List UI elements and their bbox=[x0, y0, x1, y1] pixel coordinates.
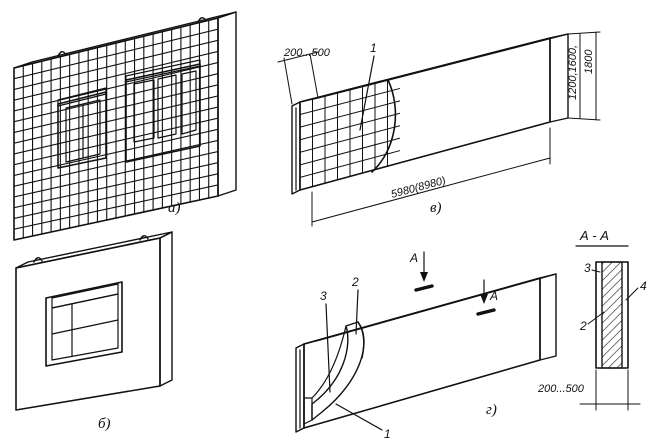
svg-text:1800: 1800 bbox=[583, 49, 595, 74]
svg-text:5980(8980): 5980(8980) bbox=[390, 175, 448, 201]
svg-text:200...500: 200...500 bbox=[283, 47, 331, 59]
callout-g-2: 2 bbox=[351, 275, 359, 289]
svg-text:А: А bbox=[489, 289, 498, 303]
window-a-1 bbox=[57, 87, 107, 169]
panel-g: 3 2 1 А А г) bbox=[295, 251, 557, 441]
callout-sec-4: 4 bbox=[640, 279, 647, 293]
svg-text:А: А bbox=[409, 251, 418, 265]
tile-grid-a bbox=[14, 20, 218, 238]
section-a-a: А - А 3 4 2 200...500 bbox=[537, 228, 647, 411]
callout-sec-3: 3 bbox=[584, 261, 591, 275]
panel-v: 1 200...500 5980(8980) 1200,1600, 1800 в… bbox=[277, 31, 601, 227]
section-marker-side: А bbox=[476, 279, 498, 316]
callout-v-1: 1 bbox=[370, 41, 377, 55]
section-title: А - А bbox=[579, 228, 609, 243]
tile-grid-v bbox=[300, 79, 401, 187]
section-marker-top: А bbox=[409, 251, 434, 292]
panel-a-label: а) bbox=[168, 200, 181, 216]
dim-v-thickness: 200...500 bbox=[277, 47, 331, 105]
svg-text:1200,1600,: 1200,1600, bbox=[567, 45, 579, 100]
dim-v-height: 1200,1600, 1800 bbox=[567, 31, 601, 121]
panel-g-label: г) bbox=[486, 402, 497, 418]
panel-v-label: в) bbox=[430, 200, 442, 216]
callout-g-1: 1 bbox=[384, 427, 391, 441]
callout-sec-2: 2 bbox=[579, 319, 587, 333]
window-a-2 bbox=[125, 59, 201, 163]
window-b bbox=[45, 281, 123, 367]
dim-g-thickness: 200...500 bbox=[537, 369, 641, 411]
panel-a: а) bbox=[13, 11, 237, 241]
callout-g-3: 3 bbox=[320, 289, 327, 303]
panel-b: б) bbox=[15, 231, 173, 432]
svg-text:200...500: 200...500 bbox=[537, 383, 585, 395]
panel-b-label: б) bbox=[98, 416, 111, 432]
